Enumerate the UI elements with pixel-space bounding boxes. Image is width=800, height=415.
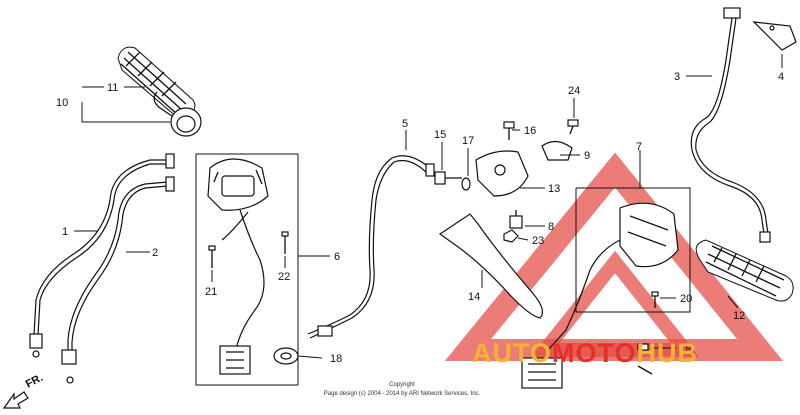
direction-label: FR. [24, 372, 45, 391]
throttle-cable-part-1[interactable] [29, 153, 175, 358]
nut-part-23[interactable] [503, 229, 519, 243]
callout-12[interactable]: 12 [733, 310, 745, 322]
callout-4[interactable]: 4 [778, 71, 784, 83]
switch-part-8[interactable] [509, 210, 523, 229]
watermark-logo [444, 152, 783, 361]
switch-assembly-part-6[interactable] [195, 153, 299, 386]
callout-11[interactable]: 11 [107, 82, 118, 94]
bolt-part-16[interactable] [503, 121, 515, 140]
watermark-part-1: AUTO [472, 338, 552, 368]
watermark-part-3: HUB [637, 338, 699, 368]
copyright-text: Copyright Page design (c) 2004 - 2014 by… [324, 382, 481, 397]
callout-21[interactable]: 21 [205, 286, 217, 298]
clamp-part-18[interactable] [273, 347, 299, 365]
callout-1[interactable]: 1 [62, 226, 68, 238]
callout-7[interactable]: 7 [636, 141, 642, 153]
callout-22[interactable]: 22 [278, 271, 290, 283]
callout-numbers: 1 2 3 4 5 6 7 8 9 10 11 12 13 14 15 16 1… [56, 71, 784, 365]
holder-part-9[interactable] [541, 140, 573, 161]
callout-23[interactable]: 23 [532, 235, 544, 247]
cable-part-3[interactable] [690, 7, 771, 243]
callout-8[interactable]: 8 [548, 221, 554, 233]
copyright-line-2: Page design (c) 2004 - 2014 by ARI Netwo… [324, 391, 481, 397]
bracket-part-4[interactable] [752, 21, 797, 51]
svg-text:AUTOMOTOHUB: AUTOMOTOHUB [472, 338, 698, 368]
callout-14[interactable]: 14 [468, 291, 480, 303]
screw-part-20[interactable] [651, 291, 659, 308]
callout-16[interactable]: 16 [524, 125, 536, 137]
callout-18[interactable]: 18 [330, 353, 342, 365]
switch-assembly-part-7[interactable] [521, 187, 691, 389]
copyright-line-1: Copyright [389, 382, 415, 388]
callout-15[interactable]: 15 [434, 129, 446, 141]
clutch-cable-part-5[interactable] [307, 155, 435, 339]
callout-3[interactable]: 3 [674, 71, 680, 83]
leader-lines [74, 54, 783, 359]
bolt-part-15[interactable] [434, 171, 462, 185]
washer-part-17[interactable] [461, 177, 471, 191]
throttle-cable-part-2[interactable] [61, 176, 175, 384]
callout-6[interactable]: 6 [334, 251, 340, 263]
watermark-part-2: MOTO [552, 338, 637, 368]
callout-20[interactable]: 20 [680, 293, 692, 305]
bolt-part-24[interactable] [567, 119, 579, 135]
screw-part-19[interactable] [637, 343, 653, 375]
screw-part-22[interactable] [281, 231, 289, 254]
callout-2[interactable]: 2 [152, 247, 158, 259]
callout-13[interactable]: 13 [548, 183, 560, 195]
throttle-grip-part-11[interactable] [117, 46, 202, 137]
lever-part-14[interactable] [438, 213, 543, 319]
callout-17[interactable]: 17 [462, 135, 474, 147]
lever-bracket-part-13[interactable] [475, 150, 529, 197]
callout-5[interactable]: 5 [402, 118, 408, 130]
front-direction-arrow: FR. [2, 372, 45, 409]
callout-10[interactable]: 10 [56, 97, 68, 109]
handle-grip-part-12[interactable] [695, 239, 794, 302]
callout-9[interactable]: 9 [584, 150, 590, 162]
callout-19[interactable]: 19 [679, 343, 691, 355]
screw-part-21[interactable] [208, 245, 216, 268]
callout-24[interactable]: 24 [568, 85, 580, 97]
watermark-text: AUTOMOTOHUB [472, 338, 698, 368]
